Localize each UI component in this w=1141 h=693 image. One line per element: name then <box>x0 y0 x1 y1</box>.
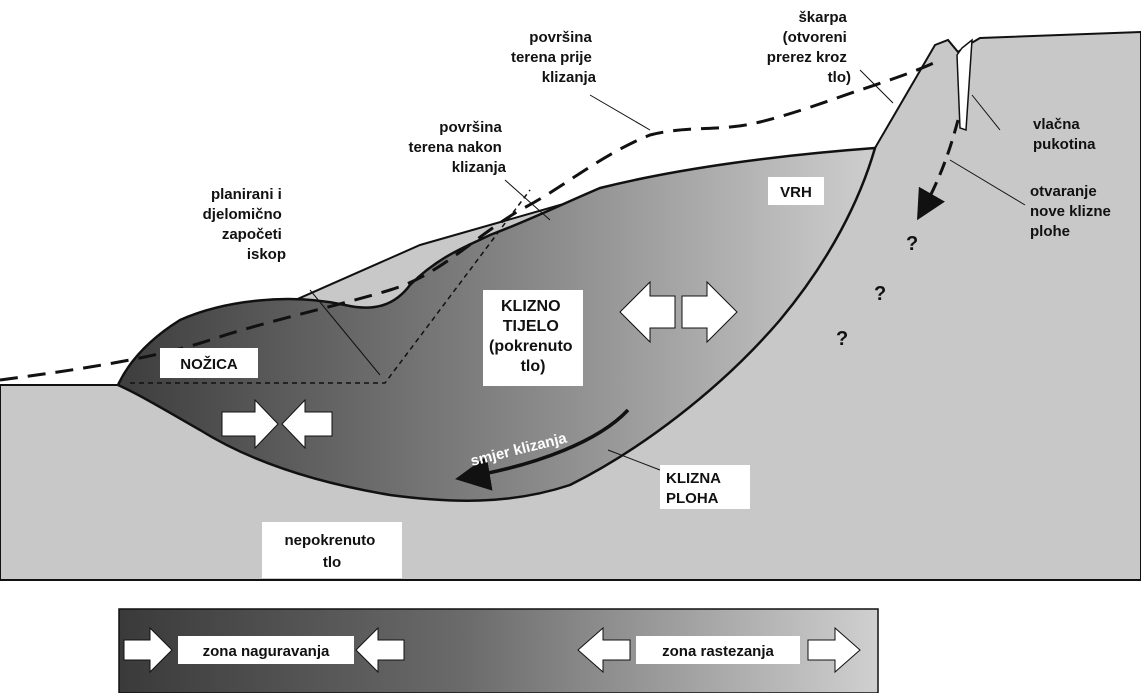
legend: zona naguravanja zona rastezanja <box>118 608 879 693</box>
sliding-body-label-box <box>483 290 583 386</box>
label-surface-after: površina terena nakon klizanja <box>408 119 506 176</box>
label-new-slip-surface: otvaranje nove klizne plohe <box>1030 183 1115 240</box>
head-label-box <box>768 177 824 205</box>
excavation-line <box>130 189 531 384</box>
legend-compression-arrow-left <box>123 626 173 674</box>
compression-arrows <box>221 398 333 450</box>
legend-extension-arrow-right <box>807 626 861 674</box>
label-excavation: planirani i djelomično započeti iskop <box>203 186 286 263</box>
question-mark-1: ? <box>906 233 918 255</box>
leader-tension-crack <box>971 94 1001 131</box>
label-slip-surface: KLIZNA PLOHA <box>666 470 725 507</box>
excavation-label-box <box>210 182 290 266</box>
label-stable-ground: nepokrenuto tlo <box>284 532 379 571</box>
leader-excavation <box>309 289 381 376</box>
legend-extension-label-box <box>636 636 800 664</box>
label-scarp: škarpa (otvoreni prerez kroz tlo) <box>767 9 851 86</box>
sliding-direction-arrow <box>455 408 630 491</box>
leader-new-slip <box>949 159 1026 206</box>
surface-before-line <box>0 58 941 382</box>
stable-ground-label-box <box>262 522 402 578</box>
label-surface-before: površina terena prije klizanja <box>511 29 597 86</box>
toe-label-box <box>160 348 258 378</box>
label-tension-crack: vlačna pukotina <box>1033 116 1096 153</box>
leader-scarp <box>859 69 894 104</box>
question-mark-3: ? <box>836 328 848 350</box>
legend-extension-label: zona rastezanja <box>662 643 774 660</box>
new-slip-surface-arrow <box>917 119 960 221</box>
legend-compression-arrow-right <box>355 626 405 674</box>
tension-crack-gap <box>956 38 973 132</box>
legend-compression-label: zona naguravanja <box>203 643 330 660</box>
question-mark-2: ? <box>874 283 886 305</box>
leader-slip-surface <box>607 449 661 471</box>
leader-surface-before <box>589 94 651 131</box>
label-toe: NOŽICA <box>180 355 238 373</box>
slip-surface-label-box <box>660 465 750 509</box>
extension-arrows <box>619 280 738 344</box>
legend-extension-arrow-left <box>577 626 631 674</box>
label-sliding-body: KLIZNO TIJELO (pokrenuto tlo) <box>489 298 577 375</box>
legend-compression-label-box <box>178 636 354 664</box>
label-head: VRH <box>780 184 812 201</box>
leader-surface-after <box>504 179 551 221</box>
